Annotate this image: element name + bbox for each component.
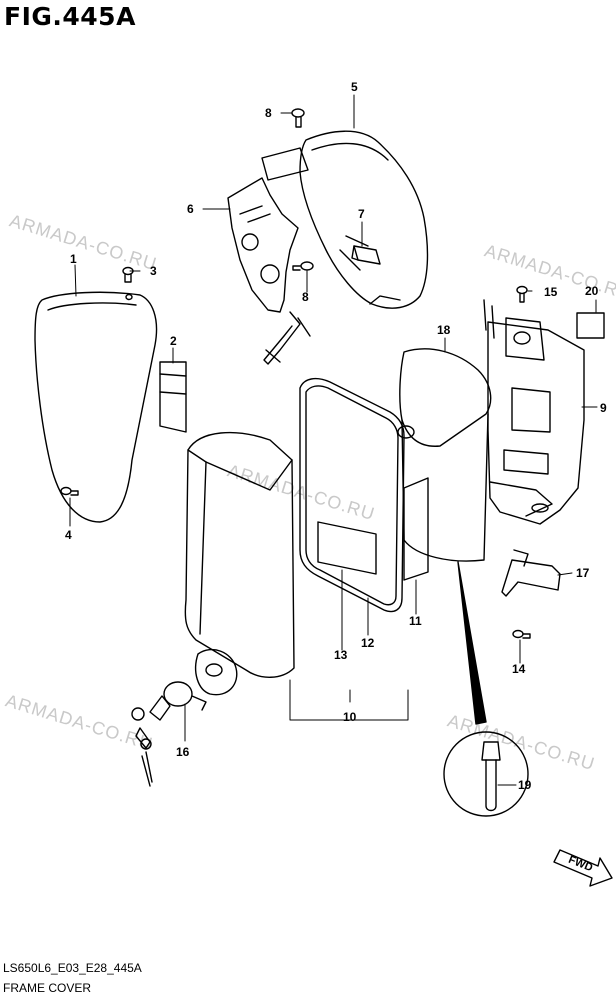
callout-19: 19 (518, 778, 532, 792)
part-11-pad (403, 477, 429, 581)
part-16-lock-key (131, 649, 238, 787)
callout-16: 16 (176, 745, 190, 759)
callout-5: 5 (351, 80, 358, 94)
callout-17: 17 (576, 566, 590, 580)
figure-caption: FRAME COVER (3, 981, 92, 995)
callout-8-lower: 8 (302, 290, 309, 304)
part-9-bracket (483, 299, 585, 525)
callout-12: 12 (361, 636, 375, 650)
callout-3: 3 (150, 264, 157, 278)
part-5-rear-cover (261, 130, 429, 309)
part-2-pad (159, 361, 187, 433)
callout-10: 10 (343, 710, 357, 724)
part-20-label (576, 312, 605, 339)
part-19-detail (443, 731, 529, 817)
callout-7: 7 (358, 207, 365, 221)
part-8-screw-upper (291, 108, 305, 128)
part-15-screw (516, 285, 528, 303)
drawing-code: LS650L6_E03_E28_445A (3, 961, 142, 975)
callout-4: 4 (65, 528, 72, 542)
callout-20: 20 (585, 284, 599, 298)
callout-6: 6 (187, 202, 194, 216)
part-3-screw (122, 266, 134, 283)
callout-9: 9 (600, 401, 607, 415)
part-17-clamp (501, 549, 561, 597)
part-13-pad (317, 521, 377, 575)
callout-1: 1 (70, 252, 77, 266)
part-12-gasket (299, 377, 405, 613)
fwd-arrow (553, 849, 613, 887)
part-6-bracket (227, 177, 311, 365)
callout-15: 15 (544, 285, 558, 299)
part-18-cover (397, 348, 492, 562)
part-14-screw (512, 629, 531, 639)
callout-2: 2 (170, 334, 177, 348)
part-7-clip (351, 245, 381, 265)
part-8-screw-lower (292, 261, 314, 271)
detail-pointer (457, 561, 487, 725)
part-10-tool-box (184, 431, 295, 678)
part-4-screw (60, 486, 79, 496)
leader-lines (69, 94, 598, 786)
callout-14: 14 (512, 662, 526, 676)
callout-13: 13 (334, 648, 348, 662)
part-1-frame-cover-left (34, 291, 158, 523)
figure-title: FIG.445A (4, 2, 136, 31)
callout-8-upper: 8 (265, 106, 272, 120)
callout-11: 11 (409, 614, 422, 628)
callout-18: 18 (437, 323, 451, 337)
